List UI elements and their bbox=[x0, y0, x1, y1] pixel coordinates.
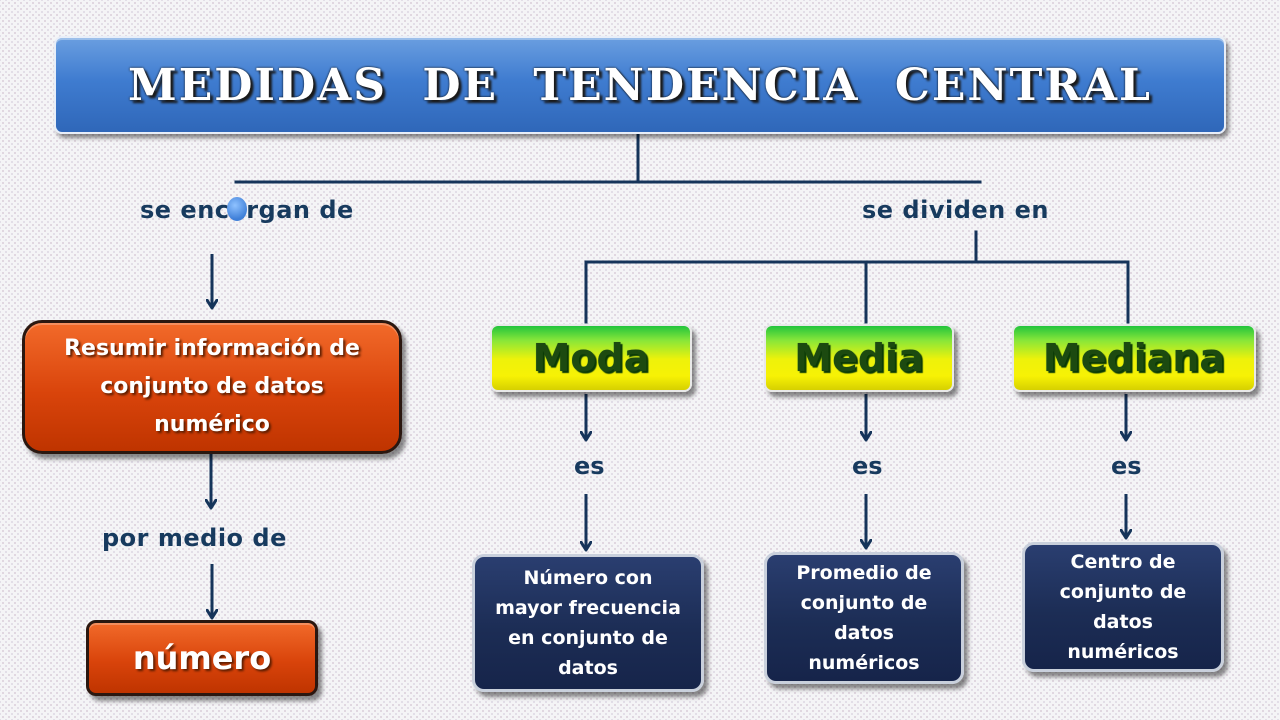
es-label-mediana: es bbox=[1111, 452, 1142, 480]
moda-definition-text: Número con mayor frecuencia en conjunto … bbox=[495, 567, 681, 679]
moda-label: Moda bbox=[532, 336, 650, 380]
mediana-box: Mediana bbox=[1012, 324, 1256, 392]
mediana-definition-text: Centro de conjunto de datos numéricos bbox=[1059, 551, 1187, 663]
es-label-moda: es bbox=[574, 452, 605, 480]
label-por-medio-de: por medio de bbox=[102, 524, 287, 552]
mouse-cursor-icon bbox=[227, 197, 247, 221]
summarize-info-text: Resumir información de conjunto de datos… bbox=[64, 336, 360, 437]
media-definition-box: Promedio de conjunto de datos numéricos bbox=[764, 552, 964, 684]
summarize-info-box: Resumir información de conjunto de datos… bbox=[22, 320, 402, 454]
media-definition-text: Promedio de conjunto de datos numéricos bbox=[796, 562, 932, 674]
mediana-definition-box: Centro de conjunto de datos numéricos bbox=[1022, 542, 1224, 672]
mediana-label: Mediana bbox=[1042, 336, 1226, 380]
label-se-dividen-en: se dividen en bbox=[862, 196, 1049, 224]
number-box: número bbox=[86, 620, 318, 696]
media-box: Media bbox=[764, 324, 954, 392]
title-banner: MEDIDAS DE TENDENCIA CENTRAL bbox=[54, 36, 1226, 134]
es-label-media: es bbox=[852, 452, 883, 480]
page-title: MEDIDAS DE TENDENCIA CENTRAL bbox=[127, 59, 1152, 111]
moda-definition-box: Número con mayor frecuencia en conjunto … bbox=[472, 554, 704, 692]
moda-box: Moda bbox=[490, 324, 692, 392]
number-text: número bbox=[132, 639, 272, 677]
media-label: Media bbox=[794, 336, 924, 380]
